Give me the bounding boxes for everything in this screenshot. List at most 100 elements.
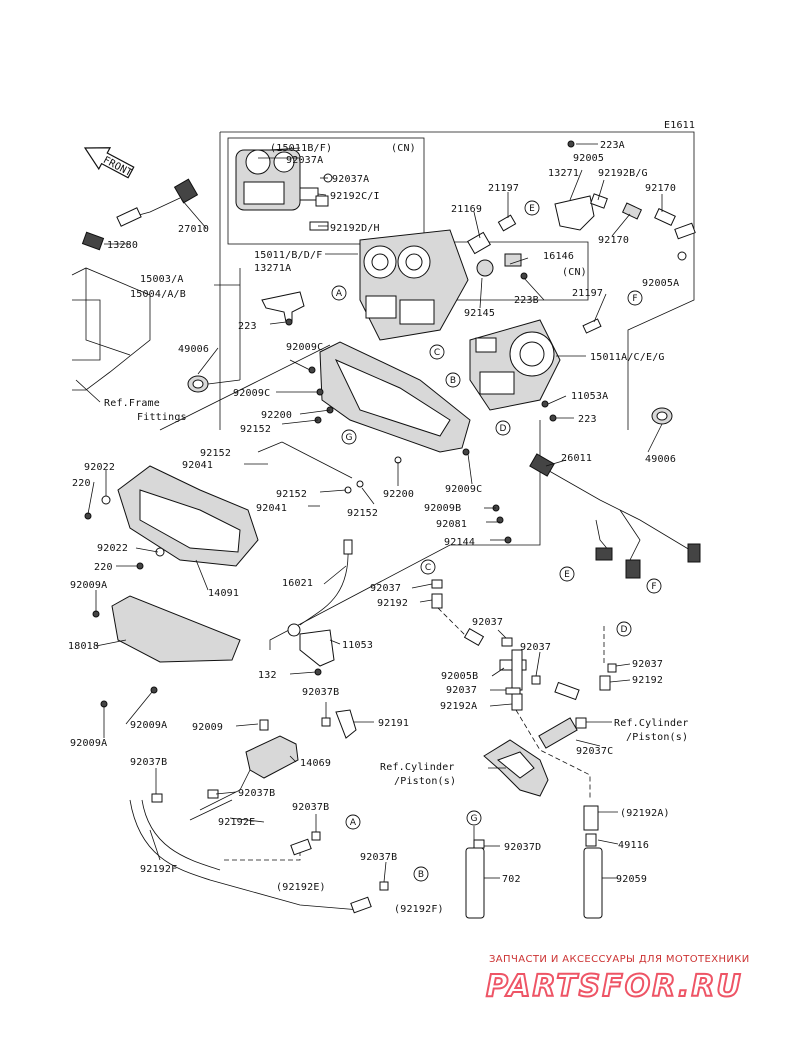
part-label: 92009C (233, 388, 270, 399)
part-label: 92037 (520, 642, 551, 653)
callout-c-1: C (434, 348, 440, 358)
part-label: 223B (514, 295, 539, 306)
harness-26011 (529, 453, 701, 579)
part-label: 26011 (561, 453, 592, 464)
part-label: 21197 (488, 183, 519, 194)
part-label: (15011B/F) (270, 143, 332, 154)
part-label: 92037B (302, 687, 339, 698)
part-label: 92005 (573, 153, 604, 164)
part-label: 16021 (282, 578, 313, 589)
part-label: 13280 (107, 240, 138, 251)
callout-a-2: A (350, 818, 357, 828)
diagram-code: E1611 (664, 120, 695, 131)
part-label: 11053 (342, 640, 373, 651)
cover-18018 (92, 595, 241, 708)
watermark: ЗАПЧАСТИ И АКСЕССУАРЫ ДЛЯ МОТОТЕХНИКИ PA… (485, 954, 750, 1005)
part-label: 14069 (300, 758, 331, 769)
part-label: 702 (502, 874, 521, 885)
part-label: 27010 (178, 224, 209, 235)
part-label: 49006 (178, 344, 209, 355)
part-label: 92037D (504, 842, 541, 853)
part-label: 18018 (68, 641, 99, 652)
part-label: 92009A (70, 580, 107, 591)
part-label: 92005A (642, 278, 679, 289)
part-label: 21169 (451, 204, 482, 215)
frame-divider (159, 344, 331, 431)
leader-lines (75, 143, 663, 883)
part-label: 92191 (378, 718, 409, 729)
part-label: 92200 (261, 410, 292, 421)
part-label: 13271 (548, 168, 579, 179)
vacuum-hoses (431, 579, 617, 800)
watermark-caption: ЗАПЧАСТИ И АКСЕССУАРЫ ДЛЯ МОТОТЕХНИКИ (489, 954, 750, 965)
part-label: 11053A (571, 391, 608, 402)
part-label: 92041 (256, 503, 287, 514)
ref-cylinder-left-label: /Piston(s) (394, 776, 456, 787)
part-label: 92144 (444, 537, 475, 548)
part-label: 92152 (347, 508, 378, 519)
filter-49006-left (187, 375, 209, 393)
part-label: 92022 (97, 543, 128, 554)
part-label: 92041 (182, 460, 213, 471)
part-label: 92037B (238, 788, 275, 799)
cn-label: (CN) (391, 143, 416, 154)
ref-frame-label: Ref.Frame (104, 398, 160, 409)
callout-b-1: B (450, 376, 456, 386)
solenoid-14069 (129, 709, 389, 914)
part-label: (92192A) (620, 808, 670, 819)
part-label: 92059 (616, 874, 647, 885)
part-label: 92037 (472, 617, 503, 628)
part-label: 92009A (130, 720, 167, 731)
part-label: 132 (258, 670, 277, 681)
tubes-702-92059 (465, 805, 603, 919)
part-labels: (15011B/F) (CN) 92037A 92037A 92192C/I 9… (68, 140, 688, 915)
part-label: 92022 (84, 462, 115, 473)
part-label: 92037B (360, 852, 397, 863)
callout-g-2: G (471, 814, 478, 824)
cable-16021 (287, 539, 353, 676)
part-label: 92037B (130, 757, 167, 768)
part-label: 92037B (292, 802, 329, 813)
part-label: 15011A/C/E/G (590, 352, 665, 363)
part-label: 92005B (441, 671, 478, 682)
part-label: 223A (600, 140, 625, 151)
cn-inset-box (227, 137, 425, 245)
callout-g-1: G (346, 433, 353, 443)
part-label: 223 (578, 414, 597, 425)
carburetor-cn-assembly (235, 149, 333, 231)
part-label: 49116 (618, 840, 649, 851)
part-label: 92037A (286, 155, 323, 166)
callout-e-2: E (564, 570, 570, 580)
part-label: (92192F) (394, 904, 444, 915)
upper-group-frame (220, 131, 695, 430)
callout-c-2: C (425, 563, 431, 573)
watermark-brand-logo: PARTSFOR.RU (486, 969, 743, 1004)
part-label: 92170 (598, 235, 629, 246)
part-label: 92170 (645, 183, 676, 194)
part-label: (92192E) (276, 882, 326, 893)
part-label: 92200 (383, 489, 414, 500)
ref-cylinder-right-label: /Piston(s) (626, 732, 688, 743)
callout-f-1: F (632, 294, 637, 304)
part-label: 92009A (70, 738, 107, 749)
part-label: 49006 (645, 454, 676, 465)
part-label: 15003/A (140, 274, 184, 285)
callout-markers: A E F C B D G E F C D A B G (331, 200, 662, 882)
throttle-body-15011aceg (469, 319, 561, 411)
upper-right-fittings (467, 140, 696, 425)
cylinder-ref-left (483, 739, 549, 797)
part-label: 92192E (218, 817, 255, 828)
part-label: 92009C (286, 342, 323, 353)
part-label: 15011/B/D/F (254, 250, 322, 261)
cover-14091 (84, 465, 259, 570)
part-label: 92009 (192, 722, 223, 733)
bracket-13271a (261, 291, 305, 326)
part-label: 92152 (200, 448, 231, 459)
part-label: 92192F (140, 864, 177, 875)
part-label: 92037A (332, 174, 369, 185)
callout-a-1: A (336, 289, 343, 299)
part-label: 92009C (445, 484, 482, 495)
part-label: 15004/A/B (130, 289, 186, 300)
